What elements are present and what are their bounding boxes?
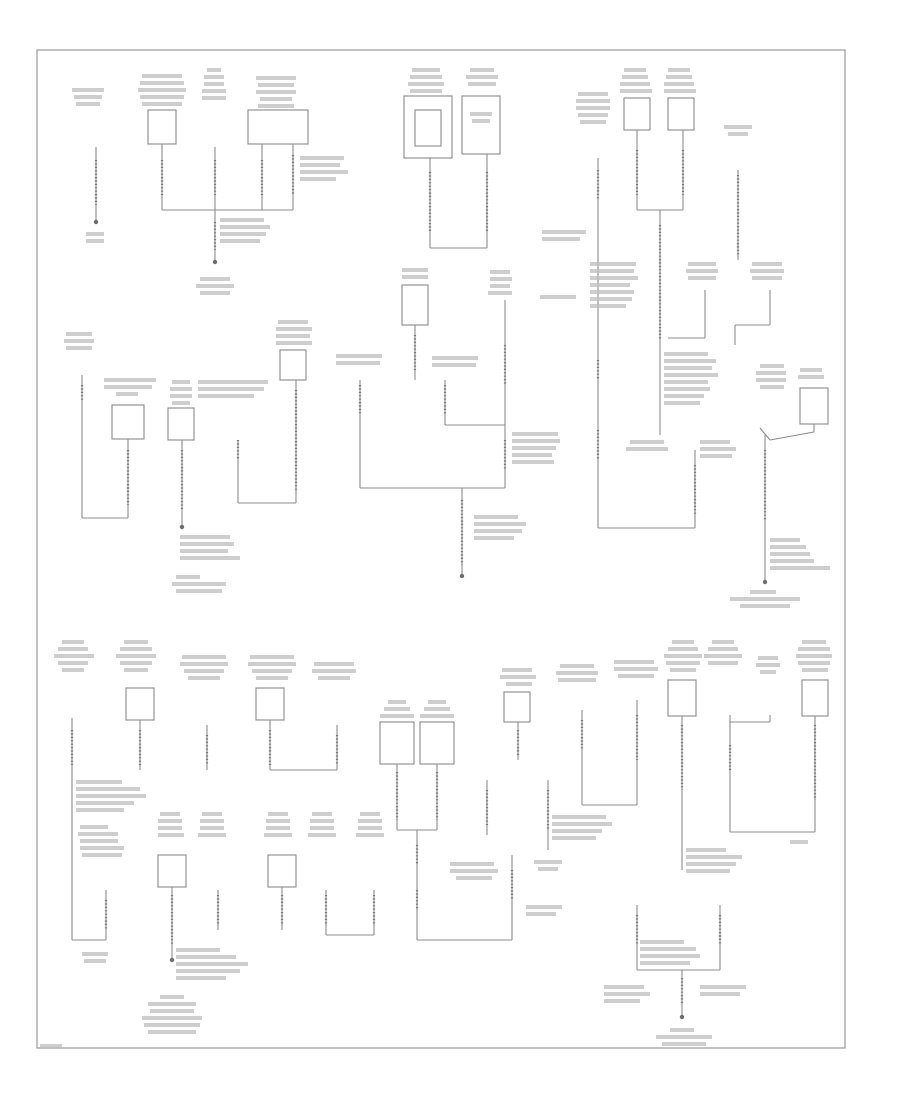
component-block [379, 721, 415, 765]
diagram-frame [36, 49, 846, 1049]
bottom-right-component-group [546, 640, 832, 1046]
component-block [147, 109, 177, 145]
component-block [267, 854, 297, 888]
component-block [167, 407, 195, 441]
bottom-center-component-group [379, 668, 562, 941]
page-reference-mark [40, 1044, 62, 1048]
bottom-left-component-group [54, 640, 384, 1034]
component-block [255, 687, 285, 721]
top-right-component-group [540, 68, 830, 608]
ground-symbol [459, 573, 465, 579]
top-left-component-group [72, 68, 348, 295]
component-block [801, 679, 829, 717]
ground-symbol [762, 579, 768, 585]
ground-symbol [679, 1014, 685, 1020]
component-block [125, 687, 155, 721]
component-block [461, 95, 501, 155]
component-block [667, 97, 695, 131]
component-block [667, 679, 697, 717]
component-block [157, 854, 187, 888]
top-center-component-group [336, 68, 560, 579]
component-block [403, 95, 453, 159]
component-block [799, 387, 829, 425]
component-block [419, 721, 455, 765]
component-block [247, 109, 309, 145]
component-block [414, 109, 442, 147]
ground-symbol [169, 957, 175, 963]
component-block [401, 284, 429, 326]
component-block [623, 97, 651, 131]
ground-symbol [179, 524, 185, 530]
middle-left-component-group [64, 320, 312, 593]
ground-symbol [212, 259, 218, 265]
ground-symbol [93, 219, 99, 225]
component-block [279, 349, 307, 381]
component-block [503, 691, 531, 723]
component-block [111, 404, 145, 440]
